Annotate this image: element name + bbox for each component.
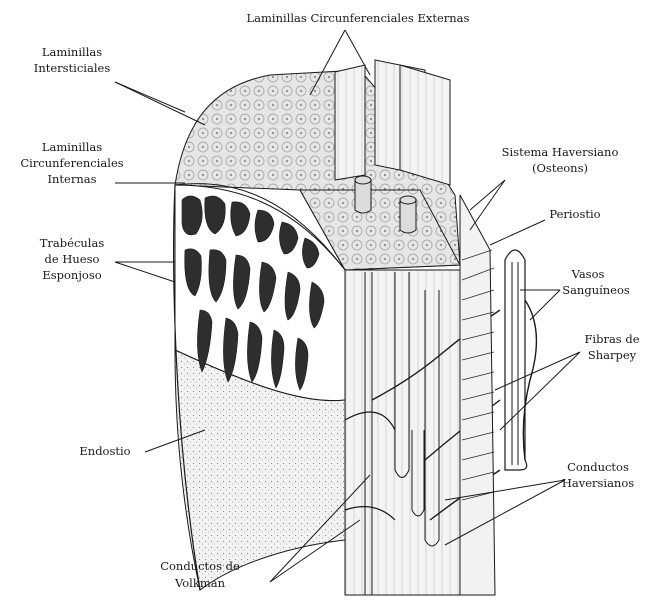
label-periostio: Periostio <box>549 207 600 221</box>
periosteum <box>460 195 536 595</box>
label-vasos-2: Sanguíneos <box>562 283 630 297</box>
label-endostio: Endostio <box>79 444 130 458</box>
label-sistema-haversiano-2: (Osteons) <box>532 161 588 175</box>
label-conductos-haversianos-1: Conductos <box>567 460 629 474</box>
label-laminillas-internas-1: Laminillas <box>42 140 102 154</box>
label-sharpey-1: Fibras de <box>584 332 639 346</box>
label-volkman-2: Volkman <box>174 576 226 590</box>
label-trabeculas-2: de Hueso <box>45 252 100 266</box>
osteon-block-front <box>345 270 460 595</box>
label-conductos-haversianos-2: Haversianos <box>562 476 634 490</box>
label-laminillas-intersticiales-2: Intersticiales <box>34 61 111 75</box>
label-volkman-1: Conductos de <box>160 559 240 573</box>
label-trabeculas-3: Esponjoso <box>42 268 101 282</box>
label-sistema-haversiano-1: Sistema Haversiano <box>502 145 619 159</box>
label-laminillas-internas-3: Internas <box>47 172 96 186</box>
label-trabeculas-1: Trabéculas <box>40 236 105 250</box>
external-lamellae-sheets <box>335 60 450 185</box>
label-sharpey-2: Sharpey <box>588 348 637 362</box>
label-laminillas-intersticiales-1: Laminillas <box>42 45 102 59</box>
label-laminillas-externas: Laminillas Circunferenciales Externas <box>247 11 470 25</box>
label-laminillas-internas-2: Circunferenciales <box>20 156 123 170</box>
label-vasos-1: Vasos <box>571 267 605 281</box>
